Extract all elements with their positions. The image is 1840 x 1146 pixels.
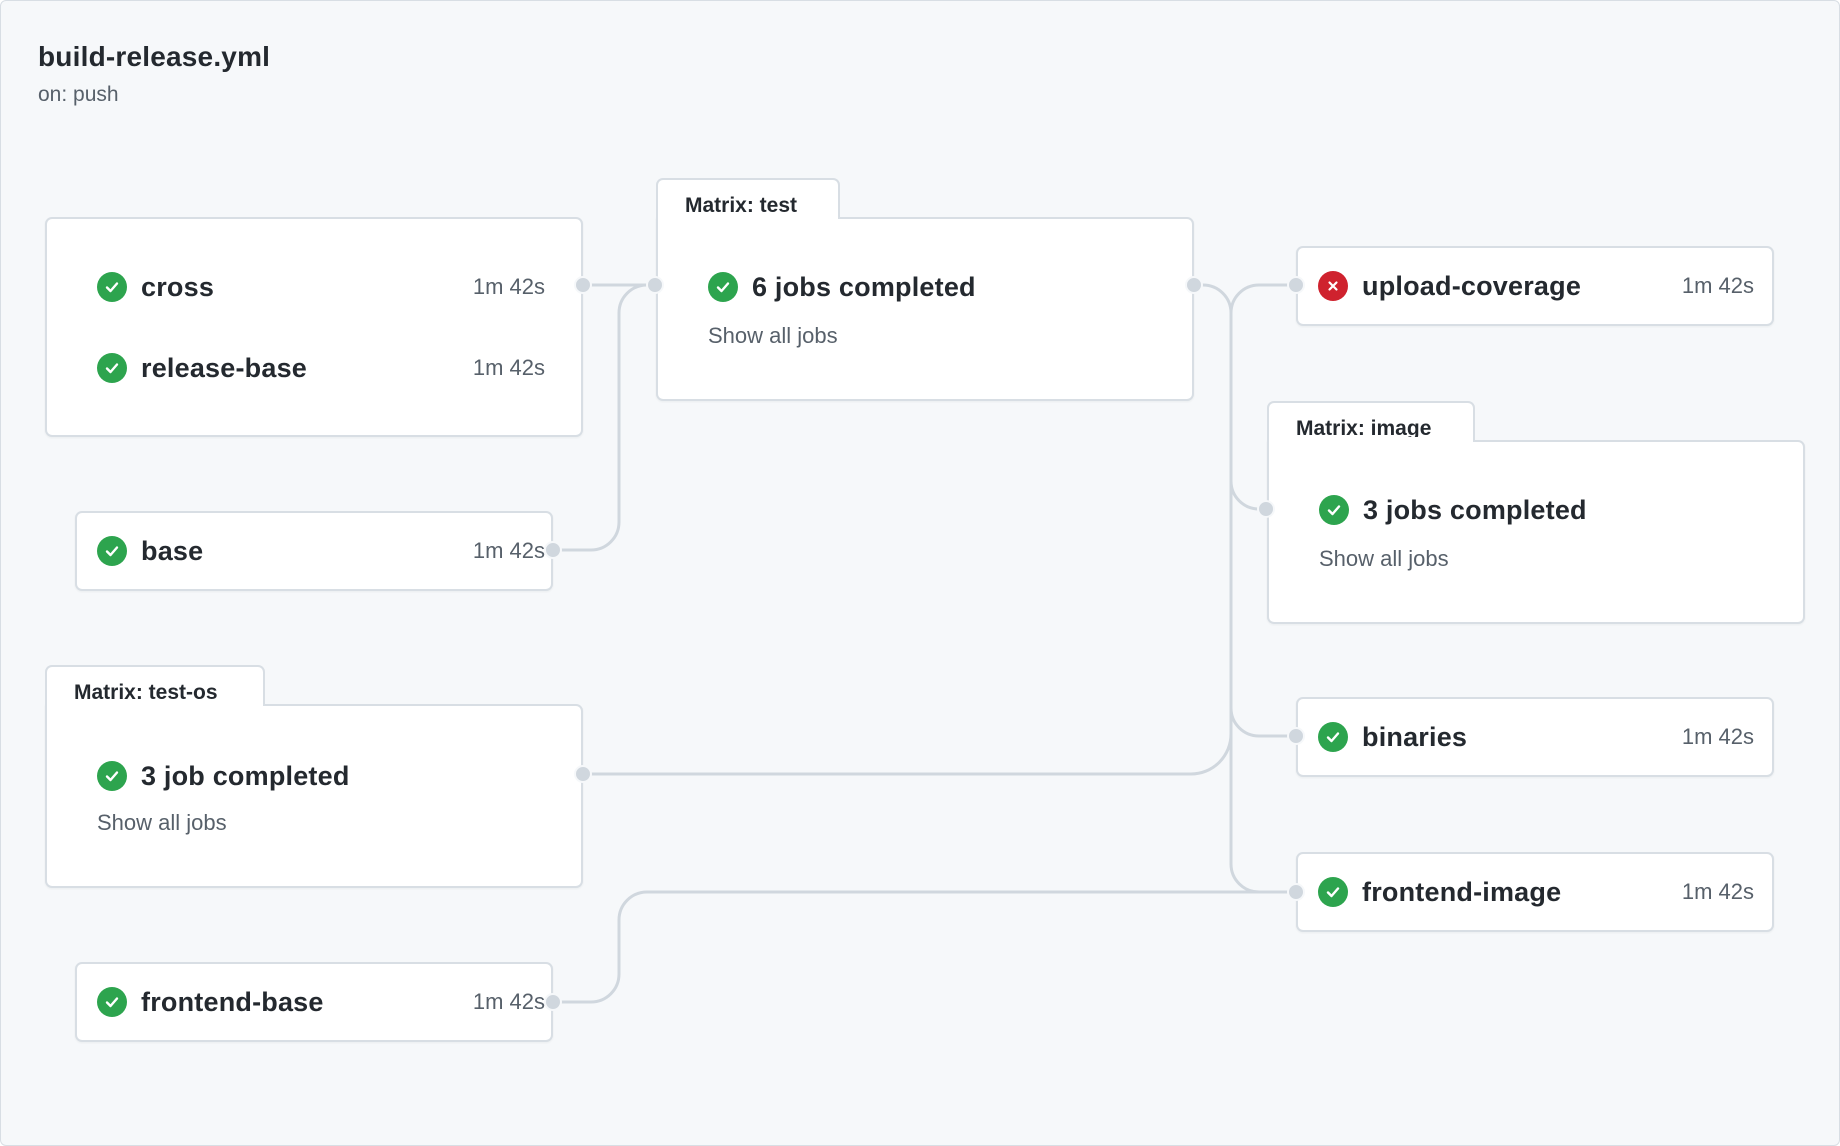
job-card-frontend-base[interactable]: frontend-base 1m 42s [75,962,553,1042]
check-circle-icon [97,272,127,302]
job-duration: 1m 42s [472,355,545,380]
job-row-frontend-base: frontend-base 1m 42s [97,982,545,1022]
matrix-summary-image[interactable]: 3 jobs completed [1319,490,1767,530]
matrix-summary-test-os[interactable]: 3 job completed [97,756,545,796]
job-duration: 1m 42s [472,274,545,299]
matrix-summary-test[interactable]: 6 jobs completed [708,267,1156,307]
connector-dot [574,276,592,294]
matrix-summary: 3 job completed [141,760,350,791]
connector-dot [646,276,664,294]
job-card-upload-coverage[interactable]: upload-coverage 1m 42s [1296,246,1774,326]
edge-base-to-test [553,283,655,552]
job-name: upload-coverage [1362,270,1582,301]
job-name: frontend-image [1362,876,1562,907]
matrix-card-test-os: 3 job completed Show all jobs [45,704,583,888]
connector-dot [1185,276,1203,294]
connector-dot [574,765,592,783]
edge-test-to-upload-coverage [1194,283,1296,314]
job-group-box: cross 1m 42s release-base 1m 42s [45,217,583,437]
job-card-binaries[interactable]: binaries 1m 42s [1296,697,1774,777]
check-circle-icon [97,536,127,566]
check-circle-icon [1318,722,1348,752]
check-circle-icon [97,761,127,791]
job-name: binaries [1362,721,1468,752]
job-name: base [141,535,204,566]
check-circle-icon [1318,877,1348,907]
check-circle-icon [97,987,127,1017]
edge-test-os-to-downstream [583,733,1233,776]
workflow-trigger: on: push [38,83,119,106]
connector-dot [544,541,562,559]
edge-test-to-image [1229,313,1266,511]
job-duration: 1m 42s [472,538,545,563]
check-circle-icon [97,353,127,383]
job-row-frontend-image: frontend-image 1m 42s [1318,872,1754,912]
check-circle-icon [708,272,738,302]
check-circle-icon [1319,495,1349,525]
x-circle-icon [1318,271,1348,301]
job-name: release-base [141,352,308,383]
job-row-upload-coverage: upload-coverage 1m 42s [1318,266,1754,306]
edge-frontend-base-to-frontend-image [553,890,1296,1004]
connector-dot [1287,883,1305,901]
matrix-tab-image: Matrix: image [1267,401,1475,442]
connector-dot [1257,500,1275,518]
job-name: cross [141,271,215,302]
matrix-tab-test: Matrix: test [656,178,840,219]
job-row-cross[interactable]: cross 1m 42s [97,267,545,307]
show-all-jobs-link[interactable]: Show all jobs [1319,546,1449,571]
connector-dot [1287,276,1305,294]
job-duration: 1m 42s [472,989,545,1014]
connector-dot [1287,727,1305,745]
job-row-release-base[interactable]: release-base 1m 42s [97,348,545,388]
workflow-title: build-release.yml [38,41,271,72]
job-card-base[interactable]: base 1m 42s [75,511,553,591]
job-row-base: base 1m 42s [97,531,545,571]
show-all-jobs-link[interactable]: Show all jobs [708,323,838,348]
workflow-header: build-release.yml on: push [38,41,270,107]
job-duration: 1m 42s [1681,879,1754,904]
matrix-card-image: 3 jobs completed Show all jobs [1267,440,1805,624]
job-name: frontend-base [141,986,324,1017]
show-all-jobs-link[interactable]: Show all jobs [97,810,227,835]
job-row-binaries: binaries 1m 42s [1318,717,1754,757]
job-duration: 1m 42s [1681,724,1754,749]
job-duration: 1m 42s [1681,273,1754,298]
connector-dot [544,993,562,1011]
matrix-tab-test-os: Matrix: test-os [45,665,265,706]
matrix-summary: 3 jobs completed [1363,494,1587,525]
job-card-frontend-image[interactable]: frontend-image 1m 42s [1296,852,1774,932]
matrix-summary: 6 jobs completed [752,271,976,302]
matrix-card-test: 6 jobs completed Show all jobs [656,217,1194,401]
